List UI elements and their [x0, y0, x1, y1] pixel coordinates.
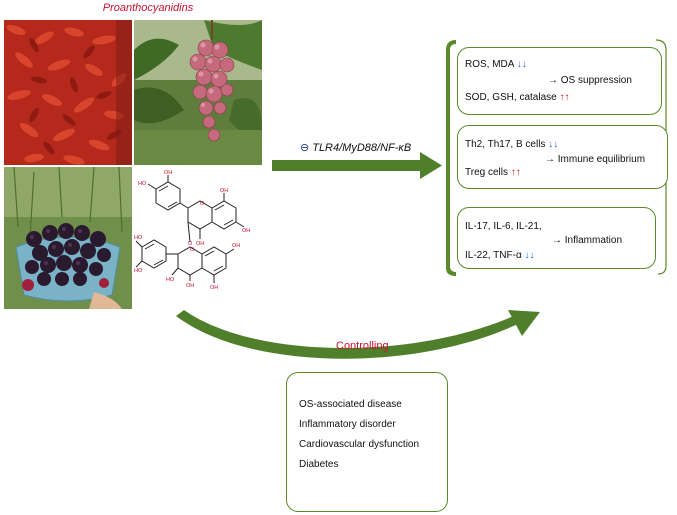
svg-text:HO: HO: [166, 277, 175, 283]
up-arrows-icon: ↑↑: [510, 167, 521, 178]
figure-title: Proanthocyanidins: [102, 2, 194, 14]
down-arrows-icon: ↓↓: [524, 250, 535, 261]
controlling-arrow: [176, 310, 522, 359]
svg-text:OH: OH: [164, 170, 172, 176]
down-arrows-icon: ↓↓: [516, 59, 527, 70]
svg-text:OH: OH: [220, 188, 228, 194]
disease-item: OS-associated disease: [299, 399, 402, 410]
effect-line-2: Treg cells ↑↑: [465, 167, 521, 178]
svg-text:O: O: [200, 201, 205, 207]
down-arrows-icon: ↓↓: [548, 139, 559, 150]
effect-outcome: → Inflammation: [552, 235, 623, 246]
disease-box: OS-associated disease Inflammatory disor…: [286, 372, 448, 512]
svg-text:HO: HO: [134, 235, 143, 241]
svg-text:OH: OH: [210, 285, 218, 291]
pathway-label: ⊖TLR4/MyD88/NF-κB: [300, 141, 411, 154]
disease-item: Diabetes: [299, 459, 339, 470]
proanthocyanidin-structure: OH HO OH OH OH O O O HO HO OH OH OH HO: [134, 167, 262, 309]
effect-line-1: Th2, Th17, B cells ↓↓: [465, 139, 559, 150]
effect-outcome: → Immune equilibrium: [545, 154, 646, 165]
disease-item: Cardiovascular dysfunction: [299, 439, 420, 450]
effect-line-1: IL-17, IL-6, IL-21,: [465, 221, 542, 232]
effect-line-2: IL-22, TNF-α ↓↓: [465, 250, 535, 261]
effect-line-2: SOD, GSH, catalase ↑↑: [465, 92, 570, 103]
controlling-label: Controlling: [336, 340, 389, 352]
svg-text:HO: HO: [134, 268, 143, 274]
svg-text:HO: HO: [138, 181, 147, 187]
mulberry-photo: [4, 167, 132, 309]
effect-outcome: → OS suppression: [548, 75, 632, 86]
effect-box-immune: Th2, Th17, B cells ↓↓ → Immune equilibri…: [457, 125, 668, 189]
effect-box-oxidative: ROS, MDA ↓↓ → OS suppression SOD, GSH, c…: [457, 47, 662, 115]
svg-text:OH: OH: [196, 241, 204, 247]
controlling-arrow-head: [508, 310, 540, 336]
svg-text:O: O: [190, 247, 195, 253]
effects-bracket: [446, 40, 456, 276]
main-arrow: [272, 152, 442, 179]
disease-item: Inflammatory disorder: [299, 419, 396, 430]
effect-line-1: ROS, MDA ↓↓: [465, 59, 527, 70]
svg-text:OH: OH: [186, 283, 194, 289]
goji-berry-photo: [4, 20, 132, 165]
svg-text:O: O: [188, 241, 193, 247]
inhibition-icon: ⊖: [300, 142, 310, 154]
grape-photo: [134, 20, 262, 165]
svg-text:OH: OH: [232, 243, 240, 249]
pathway-text: TLR4/MyD88/NF-κB: [312, 142, 412, 154]
up-arrows-icon: ↑↑: [559, 92, 570, 103]
svg-text:OH: OH: [242, 228, 250, 234]
effect-box-inflammation: IL-17, IL-6, IL-21, → Inflammation IL-22…: [457, 207, 656, 269]
